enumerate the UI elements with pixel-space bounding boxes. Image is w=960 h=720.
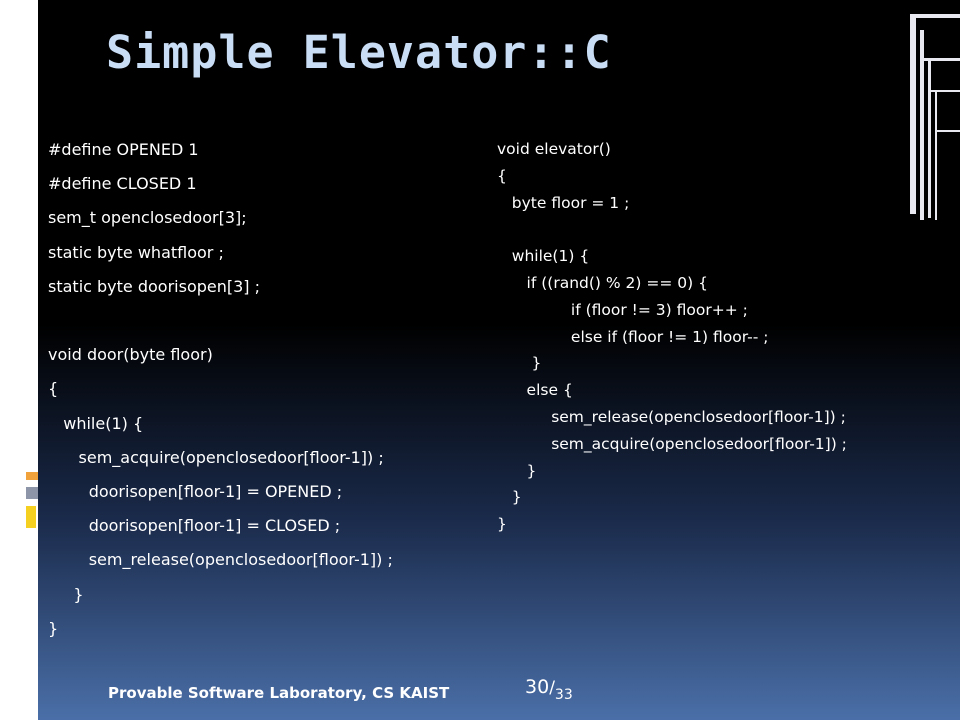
code-block-elevator: void elevator() { byte floor = 1 ; while… — [497, 140, 847, 534]
accent-grey-mark — [26, 487, 38, 499]
page-current: 30 — [525, 676, 550, 698]
code-block-door: #define OPENED 1 #define CLOSED 1 sem_t … — [48, 140, 393, 638]
left-white-band — [0, 0, 38, 720]
accent-yellow-mark — [26, 506, 36, 528]
corner-decoration — [910, 0, 960, 220]
page-number: 30/33 — [525, 676, 573, 703]
slide-background — [38, 0, 960, 720]
page-total: 33 — [554, 687, 573, 703]
footer-lab-name: Provable Software Laboratory, CS KAIST — [108, 684, 450, 702]
slide-title: Simple Elevator::C — [106, 26, 612, 79]
page-separator: / — [549, 678, 555, 698]
accent-orange-mark — [26, 472, 38, 480]
